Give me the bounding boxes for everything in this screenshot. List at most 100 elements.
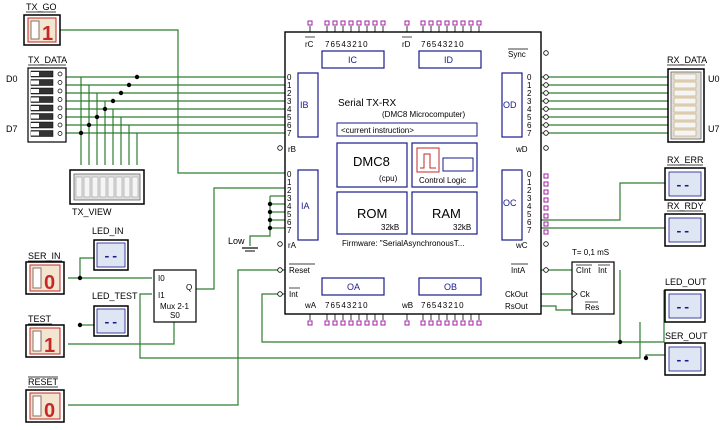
- od-bit-number: 0: [527, 73, 532, 82]
- dip-output-pin: [57, 122, 63, 128]
- mux-q: Q: [186, 283, 192, 292]
- bottom-pin: [468, 320, 474, 326]
- led-out: LED_OUT --: [664, 277, 707, 323]
- side-pin: [543, 106, 549, 112]
- int-pin-label: Int: [289, 290, 299, 299]
- rx-data-segment: [673, 105, 697, 113]
- tx-view-label: TX_VIEW: [72, 207, 112, 217]
- port-ia: IA: [301, 201, 310, 211]
- bottom-pin: [356, 320, 362, 326]
- bottom-pin: [428, 320, 434, 326]
- current-instruction: <current instruction>: [341, 126, 414, 135]
- dip-switch-knob: [31, 114, 39, 119]
- side-pin: [277, 241, 283, 247]
- ser-out-led: SER_OUT --: [664, 331, 708, 376]
- ib-bit-number: 0: [287, 73, 292, 82]
- dip-output-pin: [57, 80, 63, 85]
- od-bit-number: 3: [527, 97, 532, 106]
- port-ob: OB: [444, 282, 457, 292]
- bottom-pin: [444, 320, 450, 326]
- d7-label: D7: [6, 124, 18, 134]
- ser-in-label: SER_IN: [28, 251, 61, 261]
- reset-pin-label: Reset: [289, 266, 311, 275]
- ic-bits: 76543210: [325, 40, 369, 49]
- led-in-label: LED_IN: [92, 226, 124, 236]
- timer-cint: CInt: [576, 266, 591, 275]
- wb-label: wB: [401, 301, 413, 310]
- port-id: ID: [444, 55, 454, 65]
- top-pin: [356, 20, 362, 26]
- ia-bit-number: 0: [287, 170, 292, 179]
- tx-data-switch[interactable]: TX_DATA D0 D7: [6, 55, 67, 143]
- port-oc: OC: [503, 198, 517, 208]
- bottom-pin: [307, 320, 313, 326]
- wires: [60, 29, 668, 406]
- side-pin: [543, 90, 549, 96]
- oc-side-pin: [543, 173, 549, 179]
- oc-side-pin: [543, 213, 549, 219]
- rx-data-segment: [673, 129, 697, 137]
- top-pin: [428, 20, 434, 26]
- ser-in-switch[interactable]: SER_IN 0: [25, 251, 65, 295]
- rx-data-segment: [673, 97, 697, 105]
- side-pin: [543, 122, 549, 128]
- top-pin: [460, 20, 466, 26]
- reset-value: 0: [44, 400, 55, 422]
- u0-label: U0: [708, 74, 720, 84]
- tx-view-segment: [131, 176, 139, 198]
- timer-ck: Ck: [580, 290, 591, 299]
- dip-switch-knob: [31, 89, 39, 93]
- side-pin: [277, 145, 283, 151]
- side-pin: [543, 114, 549, 120]
- tx-go-switch[interactable]: TX_GO 1: [23, 2, 61, 46]
- oc-side-pin: [543, 221, 549, 227]
- mux-i1: I1: [158, 291, 165, 300]
- od-bit-number: 2: [527, 89, 532, 98]
- bottom-pin: [332, 320, 338, 326]
- bottom-pin: [452, 320, 458, 326]
- test-label: TEST: [28, 314, 52, 324]
- ia-bit-number: 6: [287, 218, 292, 227]
- top-pin: [420, 20, 426, 26]
- cpu-title: Serial TX-RX: [338, 98, 396, 109]
- led-out-label: LED_OUT: [665, 277, 707, 287]
- test-value: 1: [44, 335, 55, 357]
- bottom-pin: [436, 320, 442, 326]
- od-bit-number: 5: [527, 113, 532, 122]
- bottom-pin: [420, 320, 426, 326]
- tx-view-segment: [91, 176, 99, 198]
- junctions: [77, 74, 649, 361]
- tx-view-segment: [123, 176, 131, 198]
- id-bits: 76543210: [421, 40, 465, 49]
- led-test: LED_TEST --: [92, 291, 138, 337]
- side-pin: [543, 98, 549, 104]
- tx-view-segment: [107, 176, 115, 198]
- rom-size: 32kB: [381, 223, 399, 232]
- oc-bit-number: 1: [527, 178, 532, 187]
- tx-view-segment: [99, 176, 107, 198]
- top-pin: [372, 20, 378, 26]
- oc-bit-number: 0: [527, 170, 532, 179]
- side-pin: [543, 82, 549, 88]
- reset-switch[interactable]: RESET 0: [25, 376, 65, 423]
- rx-err-led: RX_ERR --: [664, 155, 706, 201]
- dip-switch-knob: [31, 106, 39, 110]
- bottom-pin: [404, 320, 410, 326]
- side-pin: [543, 74, 549, 80]
- top-pin: [452, 20, 458, 26]
- wc-label: wC: [515, 241, 528, 250]
- side-pin: [277, 267, 283, 273]
- rc-label: rC: [305, 40, 314, 49]
- test-switch[interactable]: TEST 1: [25, 314, 65, 358]
- sync-label: Sync: [508, 50, 526, 59]
- dip-output-pin: [57, 88, 63, 94]
- port-oa: OA: [347, 282, 360, 292]
- top-pin: [324, 20, 330, 26]
- oc-side-pin: [543, 181, 549, 187]
- top-pin: [404, 20, 410, 26]
- rx-data-label: RX_DATA: [667, 55, 707, 65]
- ra-label: rA: [288, 241, 297, 250]
- d0-label: D0: [6, 74, 18, 84]
- top-pin: [476, 20, 482, 26]
